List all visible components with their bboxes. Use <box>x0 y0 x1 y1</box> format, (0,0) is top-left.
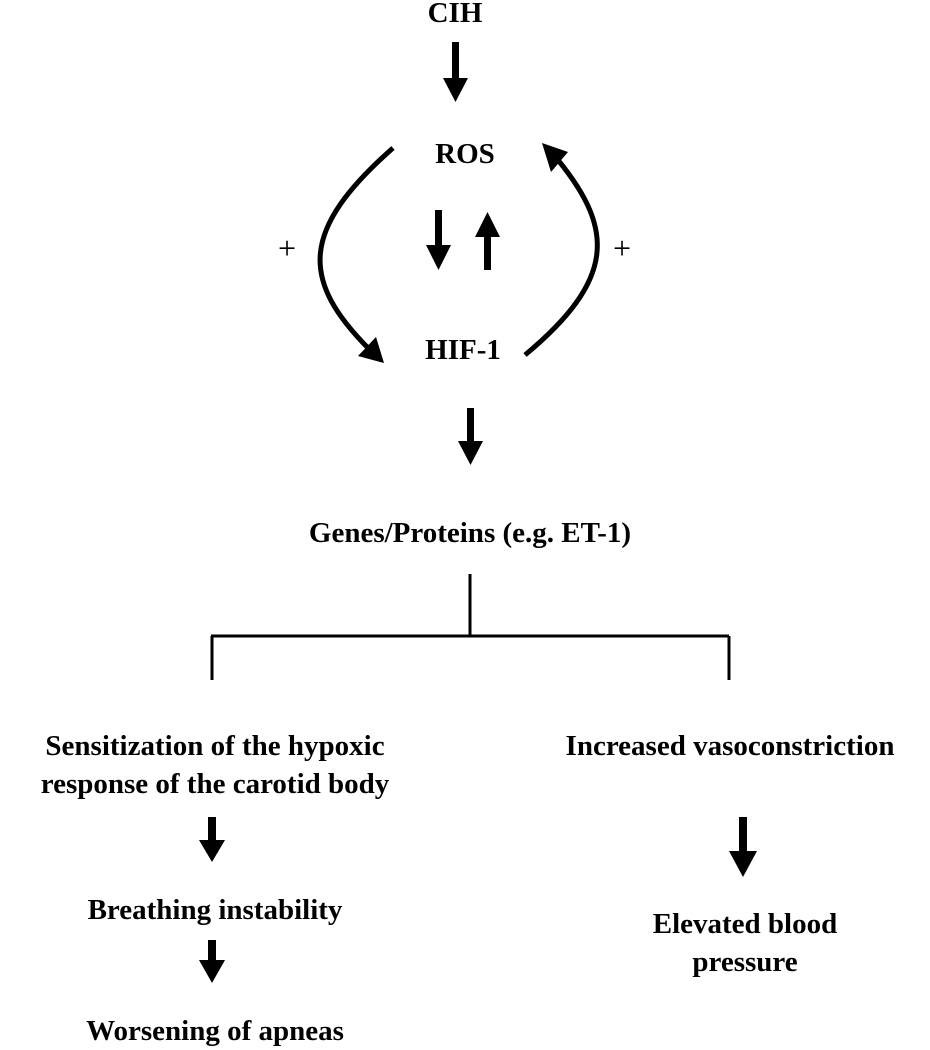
arrow-sensitization-to-breathing <box>199 817 225 862</box>
node-vasoconstriction: Increased vasoconstriction <box>520 727 930 765</box>
arrow-breathing-to-apneas <box>199 940 225 983</box>
node-sensitization: Sensitization of the hypoxic response of… <box>0 727 430 803</box>
node-ros: ROS <box>405 135 525 173</box>
node-genes: Genes/Proteins (e.g. ET-1) <box>220 514 720 552</box>
node-cih: CIH <box>405 0 505 32</box>
node-blood-pressure-line2: pressure <box>692 946 798 978</box>
arrow-vasoconstriction-to-blood-pressure <box>729 817 757 877</box>
node-sensitization-line1: Sensitization of the hypoxic <box>45 730 385 762</box>
arrow-cih-to-ros <box>443 42 468 102</box>
node-cih-label: CIH <box>427 0 483 29</box>
curved-arrow-left <box>317 146 395 363</box>
node-hif1-label: HIF-1 <box>425 334 501 366</box>
node-apneas-label: Worsening of apneas <box>86 1015 344 1047</box>
arrow-hif1-to-ros <box>475 212 500 270</box>
arrow-ros-to-hif1 <box>426 210 451 270</box>
branch-connector <box>210 574 731 680</box>
node-sensitization-line2: response of the carotid body <box>40 768 390 800</box>
node-apneas: Worsening of apneas <box>0 1012 430 1050</box>
plus-sign-left: + <box>272 232 302 264</box>
node-blood-pressure: Elevated blood pressure <box>570 905 920 981</box>
plus-sign-left-text: + <box>277 230 297 266</box>
node-breathing-label: Breathing instability <box>87 894 343 926</box>
node-hif1: HIF-1 <box>393 331 533 369</box>
node-ros-label: ROS <box>435 138 495 170</box>
plus-sign-right-text: + <box>612 230 632 266</box>
node-blood-pressure-line1: Elevated blood <box>652 908 838 940</box>
node-vasoconstriction-label: Increased vasoconstriction <box>565 730 895 762</box>
node-breathing: Breathing instability <box>10 891 420 929</box>
plus-sign-right: + <box>607 232 637 264</box>
arrow-hif1-to-genes <box>458 408 483 465</box>
node-genes-label: Genes/Proteins (e.g. ET-1) <box>308 517 632 549</box>
curved-arrow-right <box>523 143 600 357</box>
